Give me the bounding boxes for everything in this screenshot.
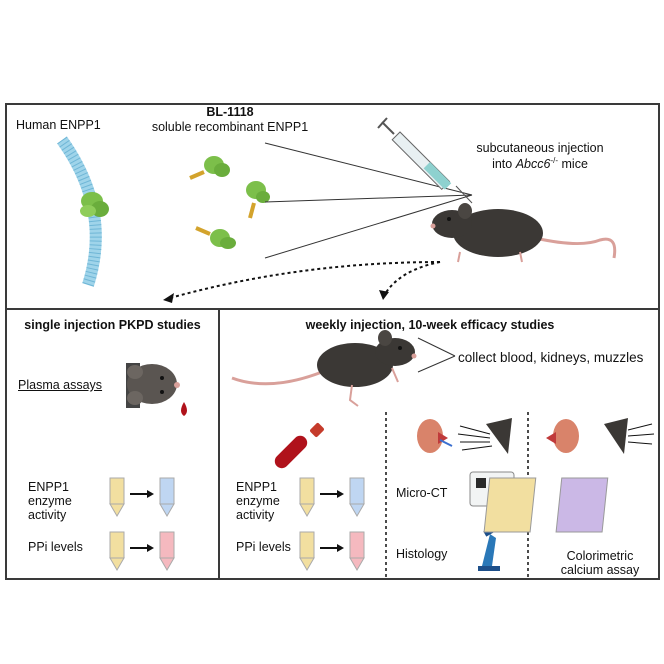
soluble-enpp1-protein-icon-2	[246, 181, 270, 219]
mouse-icon-bottom	[231, 330, 417, 407]
muzzle-icon-1	[457, 418, 512, 454]
left-ppi-label: PPi levels	[28, 540, 83, 554]
left-panel-title: single injection PKPD studies	[24, 318, 201, 332]
syringe-icon	[377, 117, 473, 204]
kidney-icon-2	[546, 419, 579, 453]
tube-yellow-icon-1	[109, 477, 125, 517]
right-enzyme-label-3: activity	[236, 508, 275, 522]
soluble-enpp1-protein-icon-3	[195, 226, 236, 249]
arrowhead-left	[163, 293, 174, 303]
right-panel-title: weekly injection, 10-week efficacy studi…	[305, 318, 555, 332]
tube-yellow-icon-2	[109, 531, 125, 571]
gene-name: Abcc6	[515, 157, 551, 172]
tube-blue-icon-2	[349, 477, 365, 517]
well-plate-icon-purple	[555, 477, 609, 533]
right-enzyme-label-1: ENPP1	[236, 480, 277, 494]
arrow-icon-1	[130, 490, 154, 498]
injection-label-line1: subcutaneous injection	[476, 141, 604, 155]
enpp1-protein-membrane-icon	[80, 192, 109, 217]
convergence-lines	[264, 142, 473, 259]
well-plate-icon-yellow	[483, 477, 537, 533]
kidney-icon-1	[417, 419, 453, 453]
muzzle-icon-2	[604, 418, 655, 454]
drug-name: BL-1118	[206, 105, 254, 119]
human-enpp1-label: Human ENPP1	[16, 118, 101, 132]
colorimetric-label-2: calcium assay	[560, 563, 640, 577]
collect-label: collect blood, kidneys, muzzles	[458, 350, 644, 365]
soluble-enpp1-protein-icon-1	[189, 156, 230, 180]
micro-ct-label: Micro-CT	[396, 486, 448, 500]
arrowhead-right	[379, 290, 389, 300]
left-enzyme-label-1: ENPP1	[28, 480, 69, 494]
colorimetric-label-1: Colorimetric	[566, 549, 634, 563]
blood-tube-icon	[274, 423, 324, 469]
injection-label-line2: into Abcc6-/- mice	[492, 156, 588, 172]
arrow-icon-4	[320, 544, 344, 552]
tube-yellow-icon-4	[299, 531, 315, 571]
dashed-arrows	[169, 261, 441, 299]
right-enzyme-label-2: enzyme	[236, 494, 280, 508]
drug-description: soluble recombinant ENPP1	[151, 120, 309, 134]
collect-lines	[417, 337, 456, 373]
right-ppi-label: PPi levels	[236, 540, 291, 554]
left-enzyme-label-3: activity	[28, 508, 67, 522]
arrow-icon-2	[130, 544, 154, 552]
tube-pink-icon-1	[159, 531, 175, 571]
mouse-head-icon	[126, 363, 180, 408]
gene-superscript: -/-	[550, 156, 559, 165]
mouse-icon-top	[430, 203, 617, 263]
left-enzyme-label-2: enzyme	[28, 494, 72, 508]
plasma-assays-label: Plasma assays	[18, 378, 103, 392]
arrow-icon-3	[320, 490, 344, 498]
tube-blue-icon-1	[159, 477, 175, 517]
histology-label: Histology	[396, 547, 448, 561]
tube-pink-icon-2	[349, 531, 365, 571]
tube-yellow-icon-3	[299, 477, 315, 517]
right-panel	[218, 308, 660, 580]
blood-drop-icon	[181, 402, 187, 416]
